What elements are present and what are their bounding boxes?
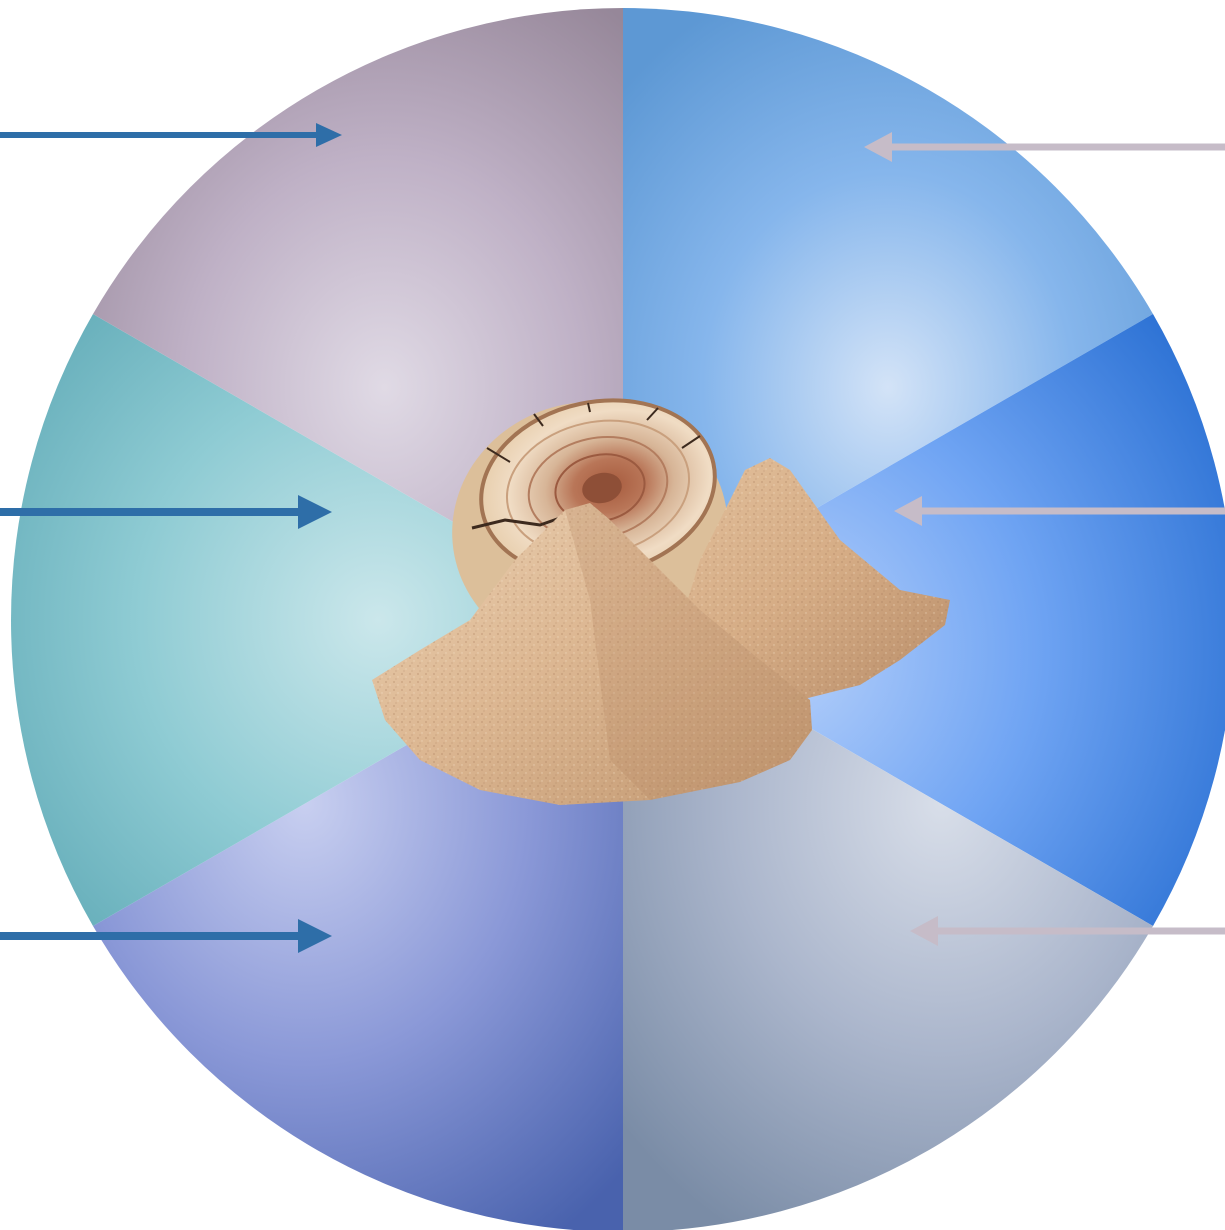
diagram-canvas: [0, 0, 1225, 1230]
segmented-circle-diagram: [0, 0, 1225, 1230]
